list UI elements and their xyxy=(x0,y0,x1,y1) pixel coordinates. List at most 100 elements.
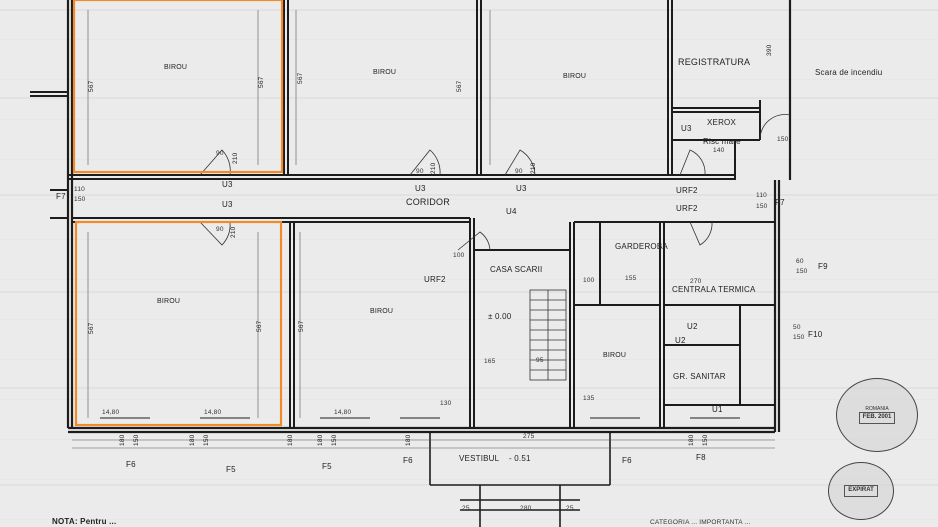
room-risc-mare: Risc mare xyxy=(703,137,741,146)
dimension-label: 210 xyxy=(232,152,239,164)
dimension-label: 90 xyxy=(216,226,224,233)
room-birou-4: BIROU xyxy=(157,298,181,305)
window-code: F6 xyxy=(622,456,632,465)
door-code: URF2 xyxy=(676,204,698,213)
room-birou-6: BIROU xyxy=(603,352,627,359)
dimension-label: 25 xyxy=(566,505,574,512)
dimension-label: 130 xyxy=(440,400,452,407)
room-casa-scarii: CASA SCARII xyxy=(490,265,543,274)
room-garderoba: GARDEROBA xyxy=(615,242,668,251)
dimension-label: 210 xyxy=(230,226,237,238)
room-gr-sanitar: GR. SANITAR xyxy=(673,372,726,381)
dimension-label: 100 xyxy=(583,277,595,284)
dimension-label: 180 xyxy=(317,434,324,446)
stamp-label: EXPIRAT xyxy=(844,485,878,497)
dimension-label: 140 xyxy=(713,147,725,154)
window-code: F6 xyxy=(403,456,413,465)
official-stamp-2: EXPIRAT xyxy=(828,462,894,520)
window-code: F8 xyxy=(696,453,706,462)
annotation-level-000: ± 0.00 xyxy=(488,312,512,321)
dimension-lines xyxy=(72,10,775,449)
dimension-label: 567 xyxy=(256,320,263,332)
window-code: F9 xyxy=(818,262,828,271)
top-rooms xyxy=(68,0,761,180)
dimension-label: 567 xyxy=(297,72,304,84)
dimension-label: 150 xyxy=(796,268,808,275)
dimension-label: 110 xyxy=(74,186,85,193)
dimension-label: 150 xyxy=(74,196,86,203)
lower-rooms xyxy=(72,217,775,428)
dimension-label: 95 xyxy=(536,357,544,364)
dimension-label: 60 xyxy=(796,258,804,265)
stamp-date: FEB. 2001 xyxy=(858,412,896,425)
annotation-level-051: - 0.51 xyxy=(509,454,531,463)
dimension-label: 165 xyxy=(484,358,496,365)
dimension-label: 155 xyxy=(625,275,637,282)
dimension-label: 135 xyxy=(583,395,595,402)
door-code: U3 xyxy=(516,184,527,193)
dimension-label: 180 xyxy=(688,434,695,446)
dimension-label: 14,80 xyxy=(102,409,120,416)
window-code: F5 xyxy=(322,462,332,471)
dimension-label: 567 xyxy=(258,76,265,88)
room-xerox: XEROX xyxy=(707,118,737,127)
room-birou-3: BIROU xyxy=(563,73,587,80)
door-code: U3 xyxy=(222,200,233,209)
stamp-text: ROMANIA xyxy=(865,405,889,412)
dimension-label: 390 xyxy=(766,44,773,56)
door-code: U3 xyxy=(415,184,426,193)
dimension-label: 150 xyxy=(702,434,709,446)
window-code: F5 xyxy=(226,465,236,474)
highlighted-rooms xyxy=(72,0,284,427)
dimension-label: 180 xyxy=(287,434,294,446)
dimension-label: 14,80 xyxy=(334,409,352,416)
dimension-label: 50 xyxy=(793,324,801,331)
dimension-label: 280 xyxy=(520,505,532,512)
dimension-label: 14,80 xyxy=(204,409,222,416)
dimension-label: 270 xyxy=(690,278,702,285)
dimension-label: 100 xyxy=(453,252,465,259)
dimension-label: 567 xyxy=(298,320,305,332)
window-code: F6 xyxy=(126,460,136,469)
door-code: U2 xyxy=(675,336,686,345)
room-birou-2: BIROU xyxy=(373,69,397,76)
window-code: F7 xyxy=(775,198,785,207)
room-birou-1: BIROU xyxy=(164,64,188,71)
dimension-label: 567 xyxy=(88,322,95,334)
dimension-label: 180 xyxy=(189,434,196,446)
dimension-label: 180 xyxy=(405,434,412,446)
dimension-label: 25 xyxy=(462,505,470,512)
entrance xyxy=(429,432,611,527)
annotation-categoria: CATEGORIA ... IMPORTANTA ... xyxy=(650,519,751,526)
dimension-label: 150 xyxy=(203,434,210,446)
door-code: U2 xyxy=(687,322,698,331)
dimension-label: 150 xyxy=(133,434,140,446)
dimension-label: 150 xyxy=(331,434,338,446)
annotation-scara-incendiu: Scara de incendiu xyxy=(815,68,883,77)
window-code: F10 xyxy=(808,330,823,339)
door-code: U1 xyxy=(712,405,723,414)
dimension-label: 90 xyxy=(515,168,523,175)
dimension-label: 275 xyxy=(523,433,535,440)
room-birou-5: BIROU xyxy=(370,308,394,315)
door-code: URF2 xyxy=(676,186,698,195)
room-registratura: REGISTRATURA xyxy=(678,57,751,67)
dimension-label: 180 xyxy=(119,434,126,446)
door-code: U3 xyxy=(222,180,233,189)
window-code: F7 xyxy=(56,192,66,201)
door-code: URF2 xyxy=(424,275,446,284)
dimension-label: 150 xyxy=(793,334,805,341)
official-stamp: ROMANIA FEB. 2001 xyxy=(836,378,918,452)
dimension-label: 110 xyxy=(756,192,767,199)
stairs xyxy=(529,289,567,381)
dimension-label: 567 xyxy=(88,80,95,92)
door-code: U4 xyxy=(506,207,517,216)
dimension-label: 150 xyxy=(756,203,768,210)
dimension-label: 90 xyxy=(416,168,424,175)
room-centrala-termica: CENTRALA TERMICA xyxy=(672,285,756,294)
door-code: U3 xyxy=(681,124,692,133)
dimension-label: 150 xyxy=(777,136,789,143)
dimension-label: 567 xyxy=(456,80,463,92)
